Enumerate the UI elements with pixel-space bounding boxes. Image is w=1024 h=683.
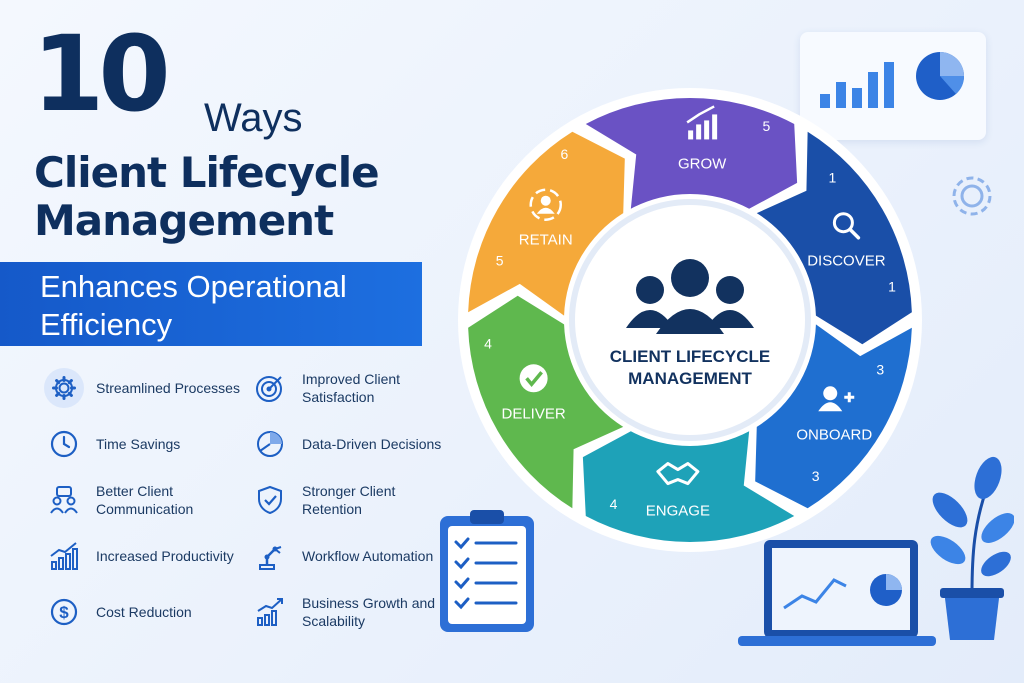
gear-icon bbox=[44, 368, 84, 408]
benefit-label: Workflow Automation bbox=[302, 548, 434, 564]
benefit-item: Streamlined Processes bbox=[44, 368, 254, 408]
wheel-segment-label: DISCOVER bbox=[807, 253, 886, 270]
wheel-segment-label: DELIVER bbox=[502, 405, 566, 422]
benefit-label: Cost Reduction bbox=[96, 604, 192, 620]
wheel-segment-grow bbox=[585, 97, 798, 209]
title-ways: Ways bbox=[204, 96, 303, 140]
wheel-segment-label: ONBOARD bbox=[796, 426, 872, 443]
retain-user-icon bbox=[529, 188, 562, 221]
wheel-step-number: 4 bbox=[484, 335, 492, 351]
title-line-2: Management bbox=[34, 196, 334, 245]
wheel-step-number: 6 bbox=[561, 146, 569, 162]
clipboard-icon bbox=[436, 506, 538, 639]
benefit-item: Business Growth and Scalability bbox=[250, 592, 460, 632]
wheel-step-number: 1 bbox=[829, 169, 837, 185]
wheel-segment-label: GROW bbox=[678, 155, 727, 172]
add-user-icon bbox=[818, 386, 855, 412]
benefit-label: Data-Driven Decisions bbox=[302, 436, 442, 452]
laptop-icon bbox=[730, 536, 940, 657]
bar-chart-icon bbox=[44, 536, 84, 576]
lifecycle-wheel: CLIENT LIFECYCLE MANAGEMENT DISCOVER11ON… bbox=[458, 88, 922, 552]
gear-icon bbox=[944, 168, 1000, 229]
subtitle-banner bbox=[0, 262, 422, 346]
subtitle-banner-text: Enhances Operational Efficiency bbox=[40, 269, 347, 342]
dollar-icon: $ bbox=[44, 592, 84, 632]
dashboard-chart-icon bbox=[820, 52, 965, 108]
title-line-1: Client Lifecycle bbox=[34, 148, 380, 197]
wheel-step-number: 5 bbox=[763, 118, 771, 134]
wheel-step-number: 5 bbox=[496, 252, 504, 268]
wheel-step-number: 1 bbox=[888, 279, 896, 295]
benefit-item: Workflow Automation bbox=[250, 536, 460, 576]
robot-arm-icon bbox=[250, 536, 290, 576]
wheel-segment-engage bbox=[582, 431, 795, 542]
growth-chart-icon bbox=[250, 592, 290, 632]
team-icon bbox=[626, 259, 754, 334]
benefit-label: Streamlined Processes bbox=[96, 380, 240, 396]
wheel-center-title-1: CLIENT LIFECYCLE bbox=[610, 347, 771, 366]
benefit-label: Time Savings bbox=[96, 436, 181, 452]
wheel-step-number: 3 bbox=[812, 468, 820, 484]
wheel-step-number: 4 bbox=[610, 496, 618, 512]
benefit-item: Increased Productivity bbox=[44, 536, 254, 576]
wheel-segment-discover bbox=[756, 131, 912, 345]
wheel-segment-deliver bbox=[468, 295, 624, 509]
benefit-label: Business Growth and Scalability bbox=[302, 595, 436, 629]
clock-icon bbox=[44, 424, 84, 464]
benefit-item: Data-Driven Decisions bbox=[250, 424, 460, 464]
benefit-label: Stronger Client Retention bbox=[302, 483, 396, 517]
benefit-label: Improved Client Satisfaction bbox=[302, 371, 401, 405]
check-icon bbox=[519, 364, 548, 393]
handshake-icon bbox=[656, 462, 700, 486]
benefit-item: Better Client Communication bbox=[44, 480, 254, 520]
shield-check-icon bbox=[250, 480, 290, 520]
magnifier-icon bbox=[832, 212, 861, 240]
wheel-segment-onboard bbox=[755, 324, 912, 509]
title-number: 10 bbox=[32, 13, 171, 135]
benefit-item: Time Savings bbox=[44, 424, 254, 464]
people-icon bbox=[44, 480, 84, 520]
wheel-segment-retain bbox=[468, 131, 625, 316]
benefit-label: Increased Productivity bbox=[96, 548, 234, 564]
growth-bars-icon bbox=[686, 105, 718, 140]
benefit-item: Improved Client Satisfaction bbox=[250, 368, 460, 408]
target-icon bbox=[250, 368, 290, 408]
benefit-item: Stronger Client Retention bbox=[250, 480, 460, 520]
wheel-segment-label: ENGAGE bbox=[646, 503, 710, 520]
benefit-item: $ Cost Reduction bbox=[44, 592, 254, 632]
benefit-label: Better Client Communication bbox=[96, 483, 194, 517]
pie-chart-icon bbox=[250, 424, 290, 464]
svg-text:$: $ bbox=[59, 603, 69, 622]
dashboard-card bbox=[800, 32, 986, 140]
plant-icon bbox=[928, 454, 1015, 649]
wheel-center-title-2: MANAGEMENT bbox=[628, 369, 752, 388]
wheel-step-number: 3 bbox=[876, 362, 884, 378]
wheel-segment-label: RETAIN bbox=[519, 232, 573, 249]
